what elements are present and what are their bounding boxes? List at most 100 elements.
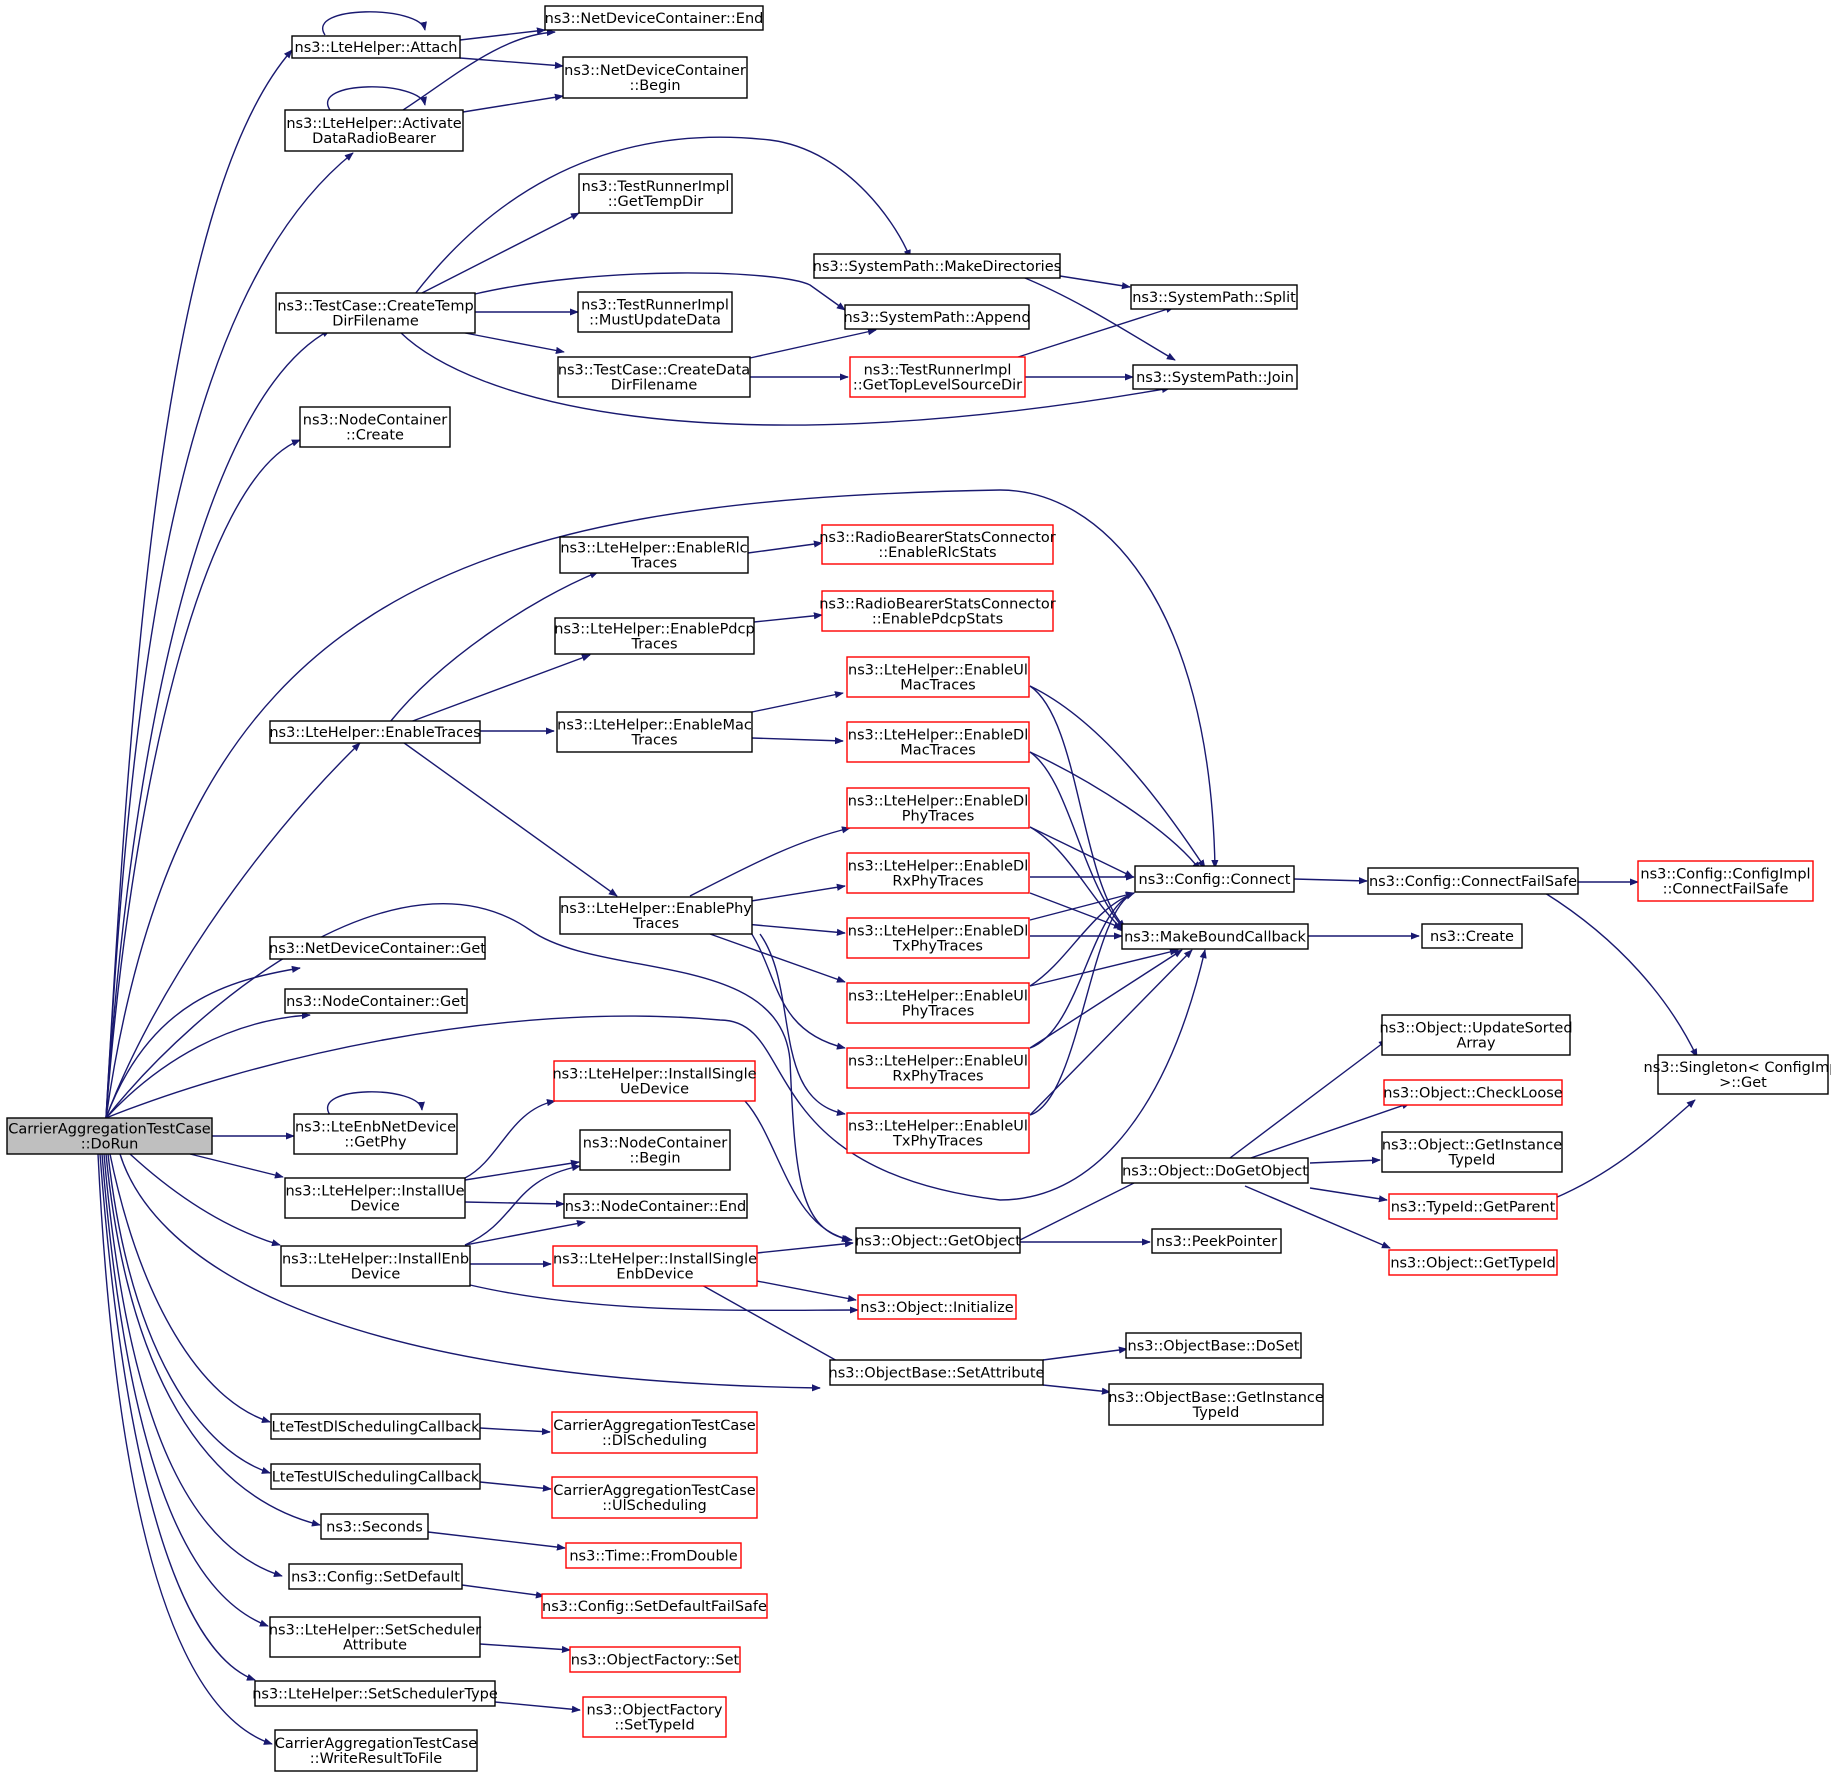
node-setdefaultfailsafe[interactable]: ns3::Config::SetDefaultFailSafe — [541, 1593, 768, 1619]
node-nc-create[interactable]: ns3::NodeContainer::Create — [299, 406, 451, 448]
node-label: ns3::LteHelper::EnableDl — [848, 794, 1028, 810]
node-box — [579, 1129, 731, 1171]
node-rlcstats[interactable]: ns3::RadioBearerStatsConnector::EnableRl… — [819, 524, 1056, 565]
node-label: TxPhyTraces — [892, 939, 983, 955]
node-seconds[interactable]: ns3::Seconds — [320, 1513, 429, 1540]
node-setattribute[interactable]: ns3::ObjectBase::SetAttribute — [829, 1359, 1045, 1386]
node-of-set[interactable]: ns3::ObjectFactory::Set — [569, 1646, 741, 1673]
node-label: CarrierAggregationTestCase — [553, 1418, 755, 1434]
node-label: ns3::Object::Initialize — [860, 1300, 1013, 1316]
node-gettempdir[interactable]: ns3::TestRunnerImpl::GetTempDir — [578, 173, 733, 214]
node-label: ns3::NodeContainer — [583, 1136, 727, 1152]
edge — [744, 923, 846, 1050]
node-box — [552, 1245, 758, 1287]
node-attach[interactable]: ns3::LteHelper::Attach — [291, 35, 461, 59]
node-dlsched[interactable]: CarrierAggregationTestCase::DlScheduling — [551, 1411, 758, 1454]
edge — [747, 540, 823, 554]
node-label: PhyTraces — [902, 1004, 975, 1020]
node-split[interactable]: ns3::SystemPath::Split — [1130, 284, 1298, 310]
node-singletonget[interactable]: ns3::Singleton< ConfigImpl>::Get — [1644, 1054, 1831, 1095]
node-ndc-end[interactable]: ns3::NetDeviceContainer::End — [544, 5, 764, 31]
node-nc-begin[interactable]: ns3::NodeContainer::Begin — [579, 1129, 731, 1171]
node-box — [1637, 860, 1814, 902]
node-initialize[interactable]: ns3::Object::Initialize — [857, 1294, 1017, 1320]
node-configimpl[interactable]: ns3::Config::ConfigImpl::ConnectFailSafe — [1637, 860, 1814, 902]
edge — [744, 883, 846, 903]
node-connectfailsafe[interactable]: ns3::Config::ConnectFailSafe — [1367, 867, 1579, 895]
node-connect[interactable]: ns3::Config::Connect — [1134, 865, 1295, 893]
node-mustupdate[interactable]: ns3::TestRunnerImpl::MustUpdateData — [577, 291, 733, 333]
node-box — [1381, 1014, 1571, 1056]
node-enabletraces[interactable]: ns3::LteHelper::EnableTraces — [269, 720, 481, 744]
node-ulsched-cb[interactable]: LteTestUlSchedulingCallback — [270, 1463, 481, 1490]
node-ulsched[interactable]: CarrierAggregationTestCase::UlScheduling — [551, 1476, 758, 1519]
node-makebound[interactable]: ns3::MakeBoundCallback — [1121, 923, 1309, 950]
edge — [744, 1100, 853, 1243]
node-box — [269, 720, 481, 744]
node-doset[interactable]: ns3::ObjectBase::DoSet — [1125, 1332, 1302, 1359]
node-box — [1388, 1193, 1558, 1220]
node-dogetobject[interactable]: ns3::Object::DoGetObject — [1121, 1157, 1309, 1184]
node-box — [284, 1177, 466, 1219]
node-makedirs[interactable]: ns3::SystemPath::MakeDirectories — [813, 253, 1061, 279]
node-label: ns3::Config::SetDefault — [291, 1570, 460, 1586]
edge — [414, 136, 911, 295]
node-label: EnbDevice — [616, 1267, 693, 1283]
node-label: ns3::ObjectBase::SetAttribute — [829, 1366, 1045, 1382]
node-ndc-get[interactable]: ns3::NetDeviceContainer::Get — [269, 936, 486, 960]
node-label: ns3::MakeBoundCallback — [1124, 930, 1306, 946]
node-label: MacTraces — [900, 743, 975, 759]
node-box — [288, 1563, 463, 1590]
node-dlsched-cb[interactable]: LteTestDlSchedulingCallback — [270, 1413, 481, 1440]
node-getobject[interactable]: ns3::Object::GetObject — [855, 1227, 1021, 1254]
node-ndc-begin[interactable]: ns3::NetDeviceContainer::Begin — [562, 56, 748, 99]
node-checkloose[interactable]: ns3::Object::CheckLoose — [1383, 1079, 1563, 1106]
edge — [419, 212, 580, 295]
node-gettoplevel[interactable]: ns3::TestRunnerImpl::GetTopLevelSourceDi… — [849, 356, 1026, 398]
node-setschedtype[interactable]: ns3::LteHelper::SetSchedulerType — [252, 1680, 498, 1707]
node-label: TypeId — [1192, 1405, 1240, 1421]
node-getparent[interactable]: ns3::TypeId::GetParent — [1388, 1193, 1558, 1220]
node-append[interactable]: ns3::SystemPath::Append — [843, 304, 1031, 330]
node-gettypeid[interactable]: ns3::Object::GetTypeId — [1388, 1249, 1558, 1276]
node-getphy[interactable]: ns3::LteEnbNetDevice::GetPhy — [293, 1113, 458, 1155]
node-nc-end[interactable]: ns3::NodeContainer::End — [563, 1193, 748, 1219]
node-setdefault[interactable]: ns3::Config::SetDefault — [288, 1563, 463, 1590]
node-join[interactable]: ns3::SystemPath::Join — [1132, 364, 1298, 390]
edge — [1014, 306, 1175, 359]
node-of-settypeid[interactable]: ns3::ObjectFactory::SetTypeId — [582, 1696, 727, 1738]
node-pdcpstats[interactable]: ns3::RadioBearerStatsConnector::EnablePd… — [819, 590, 1056, 632]
node-create[interactable]: ns3::Create — [1421, 923, 1523, 949]
node-nc-get[interactable]: ns3::NodeContainer::Get — [284, 988, 468, 1014]
node-fromdouble[interactable]: ns3::Time::FromDouble — [565, 1542, 742, 1569]
node-box — [1657, 1054, 1829, 1095]
node-label: ns3::ObjectFactory::Set — [571, 1653, 740, 1669]
node-box — [821, 590, 1054, 632]
node-writeresult[interactable]: CarrierAggregationTestCase::WriteResultT… — [274, 1729, 478, 1772]
node-peekpointer[interactable]: ns3::PeekPointer — [1151, 1228, 1282, 1254]
edge — [1019, 275, 1176, 361]
